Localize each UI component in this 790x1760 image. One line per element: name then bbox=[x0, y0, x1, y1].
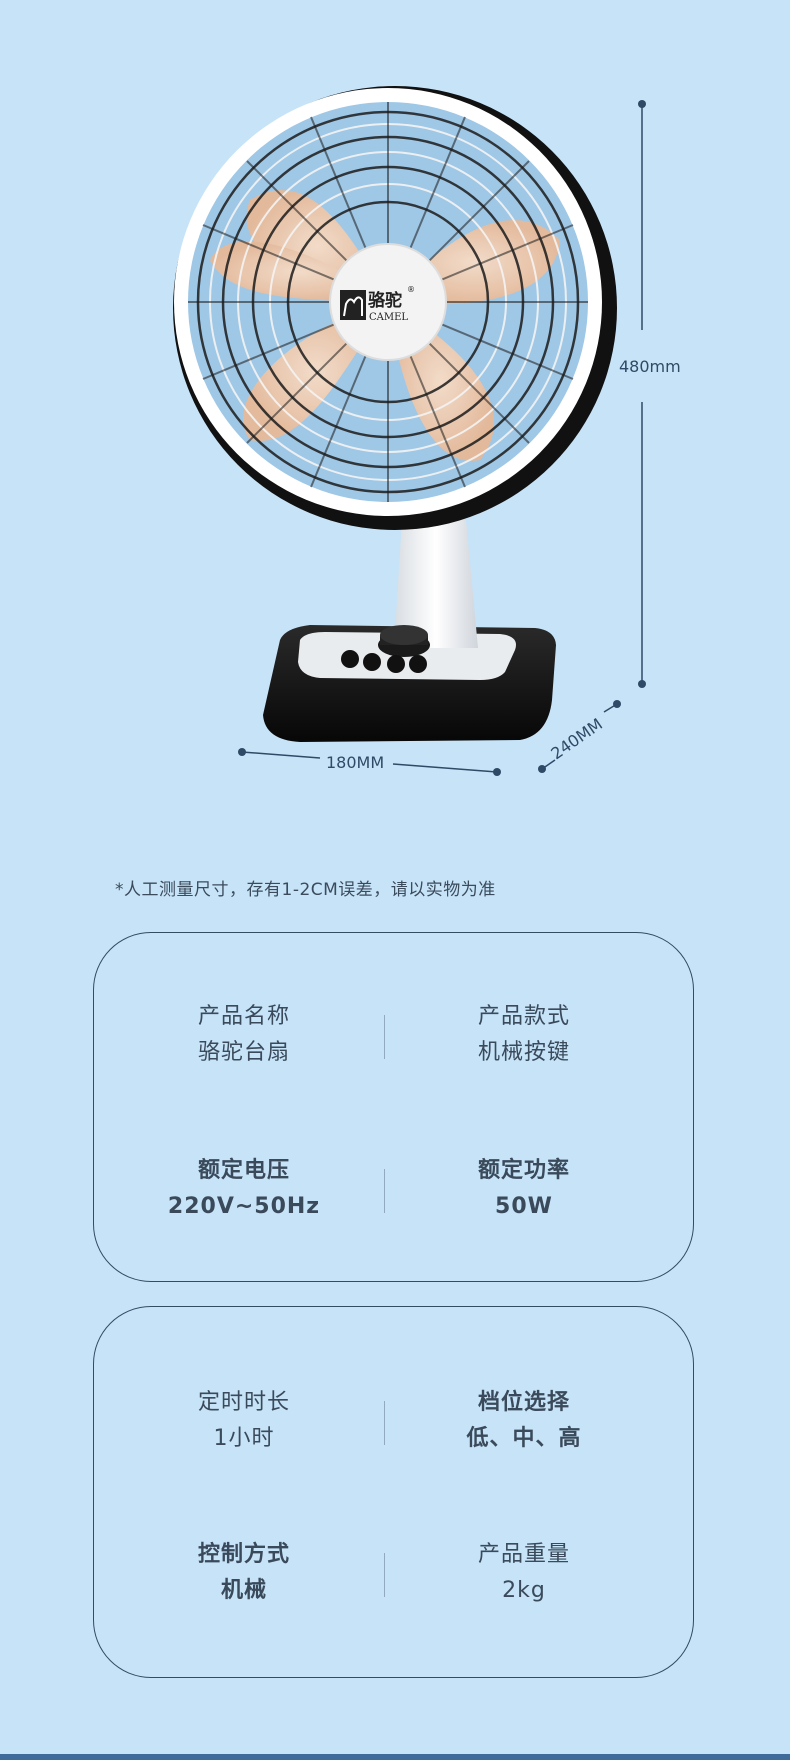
spec-key: 额定功率 bbox=[477, 1158, 570, 1183]
spec-value: 机械 bbox=[220, 1578, 267, 1603]
spec-timer: 定时时长 1小时 bbox=[94, 1385, 394, 1457]
spec-card-2: 定时时长 1小时 档位选择 低、中、高 控制方式 机械 产品重量 2kg bbox=[93, 1306, 694, 1678]
control-knobs bbox=[341, 625, 430, 673]
height-label: 480mm bbox=[619, 357, 681, 376]
spec-value: 骆驼台扇 bbox=[197, 1040, 290, 1065]
fan-product-illustration: 骆驼 CAMEL ® 480mm 180MM 240MM bbox=[173, 86, 681, 776]
spec-value: 低、中、高 bbox=[466, 1426, 582, 1451]
bottom-bar bbox=[0, 1754, 790, 1760]
spec-product-name: 产品名称 骆驼台扇 bbox=[94, 999, 394, 1071]
spec-value: 2kg bbox=[502, 1578, 546, 1603]
height-dimension bbox=[638, 100, 646, 688]
camel-logo: 骆驼 CAMEL ® bbox=[340, 285, 415, 323]
spec-control-method: 控制方式 机械 bbox=[94, 1537, 394, 1609]
spec-divider bbox=[384, 1015, 385, 1059]
spec-rated-voltage: 额定电压 220V~50Hz bbox=[94, 1153, 394, 1225]
spec-weight: 产品重量 2kg bbox=[374, 1537, 674, 1609]
spec-value: 1小时 bbox=[213, 1426, 275, 1451]
spec-key: 定时时长 bbox=[197, 1390, 290, 1415]
spec-card-1: 产品名称 骆驼台扇 产品款式 机械按键 额定电压 220V~50Hz 额定功率 … bbox=[93, 932, 694, 1282]
spec-key: 产品款式 bbox=[477, 1004, 570, 1029]
spec-speed-setting: 档位选择 低、中、高 bbox=[374, 1385, 674, 1457]
spec-key: 档位选择 bbox=[477, 1390, 570, 1415]
fan-neck bbox=[394, 520, 478, 648]
logo-reg-mark: ® bbox=[407, 285, 415, 294]
width-dimension bbox=[238, 748, 501, 776]
depth-label: 240MM bbox=[547, 714, 606, 763]
spec-value: 机械按键 bbox=[477, 1040, 570, 1065]
spec-key: 控制方式 bbox=[197, 1542, 290, 1567]
spec-divider bbox=[384, 1169, 385, 1213]
logo-cn-text: 骆驼 bbox=[368, 290, 402, 311]
spec-key: 产品重量 bbox=[477, 1542, 570, 1567]
width-label: 180MM bbox=[326, 753, 384, 772]
logo-en-text: CAMEL bbox=[369, 312, 408, 323]
spec-rated-power: 额定功率 50W bbox=[374, 1153, 674, 1225]
spec-divider bbox=[384, 1401, 385, 1445]
depth-dimension bbox=[538, 700, 621, 773]
fan-head: 骆驼 CAMEL ® bbox=[173, 86, 617, 530]
spec-product-style: 产品款式 机械按键 bbox=[374, 999, 674, 1071]
spec-key: 额定电压 bbox=[197, 1158, 290, 1183]
spec-value: 50W bbox=[495, 1194, 553, 1219]
spec-divider bbox=[384, 1553, 385, 1597]
measurement-note: *人工测量尺寸，存有1-2CM误差，请以实物为准 bbox=[115, 880, 496, 900]
spec-key: 产品名称 bbox=[197, 1004, 290, 1029]
spec-value: 220V~50Hz bbox=[167, 1194, 321, 1219]
